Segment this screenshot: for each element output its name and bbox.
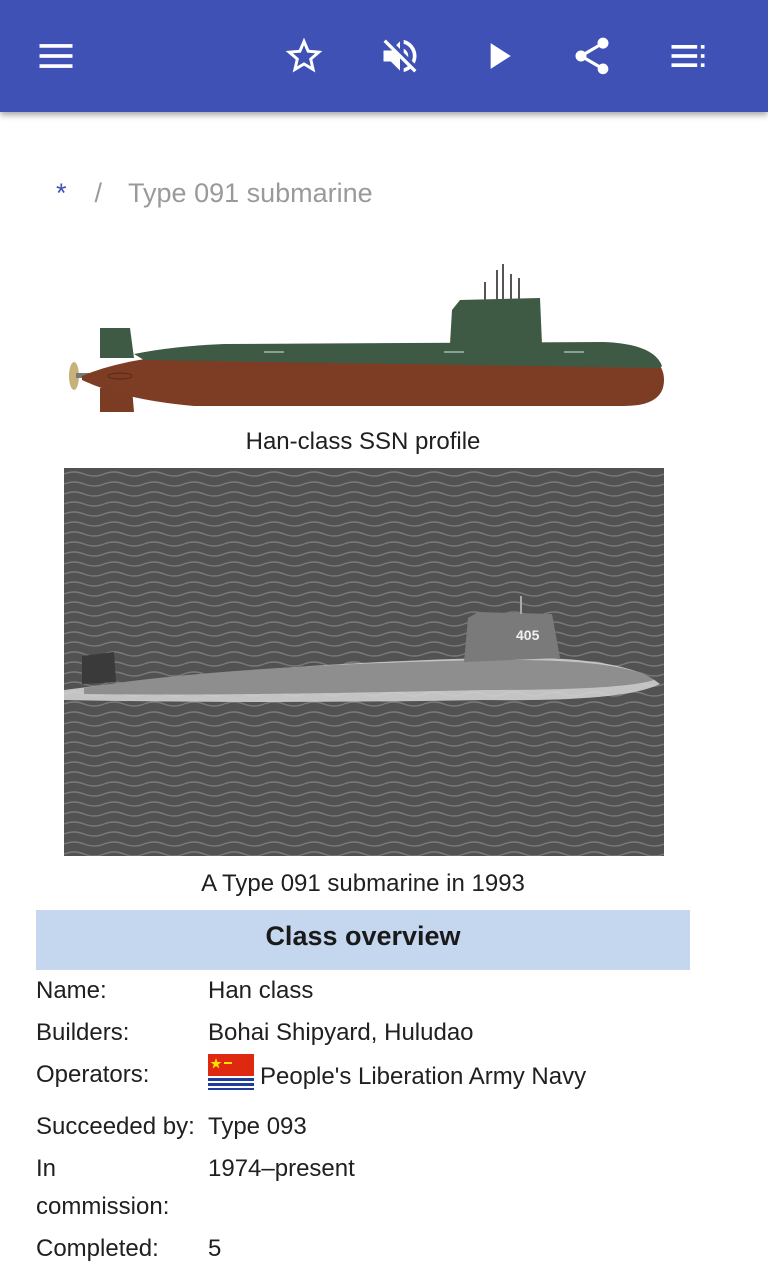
- infobox-key: Name:: [36, 977, 107, 1004]
- share-button[interactable]: [564, 28, 620, 84]
- breadcrumb-current: Type 091 submarine: [128, 178, 373, 208]
- class-overview-header: Class overview: [36, 910, 690, 970]
- play-button[interactable]: [470, 28, 526, 84]
- figure-caption: Han-class SSN profile: [245, 428, 481, 455]
- contents-button[interactable]: [660, 28, 716, 84]
- submarine-profile-image[interactable]: [64, 258, 664, 418]
- infobox-key: In commission:: [36, 1155, 170, 1220]
- mute-button[interactable]: [372, 28, 428, 84]
- hull-number: 405: [516, 627, 540, 643]
- infobox-key: Builders:: [36, 1019, 130, 1046]
- share-icon: [575, 37, 609, 75]
- infobox-key: Succeeded by:: [36, 1113, 195, 1140]
- infobox-key: Completed:: [36, 1235, 159, 1262]
- infobox-value: 1974–present: [208, 1155, 355, 1182]
- app-bar: [0, 0, 768, 112]
- infobox-value: 5: [208, 1235, 222, 1262]
- breadcrumb-home-link[interactable]: *: [56, 178, 67, 208]
- breadcrumb-separator: /: [94, 178, 103, 208]
- breadcrumb: * / Type 091 submarine: [56, 178, 373, 209]
- plan-naval-flag-icon: [208, 1053, 254, 1090]
- infobox-value[interactable]: Type 093: [208, 1113, 307, 1140]
- list-icon: [671, 45, 705, 67]
- volume-off-icon: [383, 39, 417, 73]
- play-icon: [490, 43, 511, 69]
- figure-caption: A Type 091 submarine in 1993: [201, 870, 525, 897]
- star-icon: [285, 37, 323, 73]
- submarine-photo[interactable]: 405: [64, 468, 664, 856]
- favorite-button[interactable]: [276, 28, 332, 84]
- menu-icon: [39, 44, 73, 68]
- infobox-value: Han class: [208, 977, 314, 1004]
- infobox-value[interactable]: Bohai Shipyard, Huludao: [208, 1019, 474, 1046]
- infobox-key: Operators:: [36, 1061, 150, 1088]
- operator-link[interactable]: People's Liberation Army Navy: [260, 1063, 587, 1090]
- menu-button[interactable]: [28, 28, 84, 84]
